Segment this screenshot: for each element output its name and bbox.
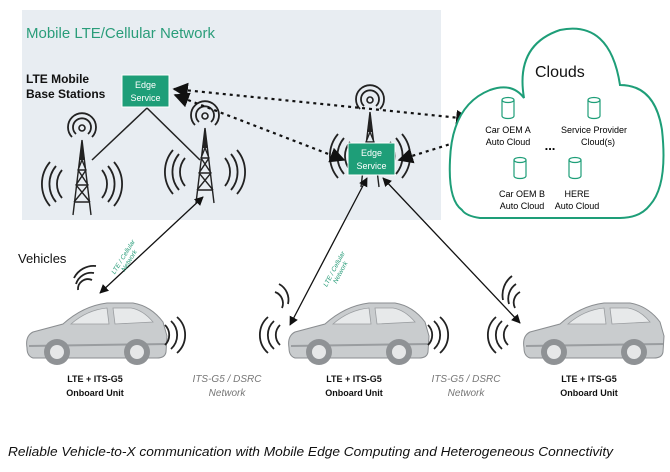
clouds-title: Clouds	[535, 64, 585, 81]
svg-text:Auto Cloud: Auto Cloud	[500, 201, 545, 211]
v2v-network-label: ITS-G5 / DSRC Network	[432, 374, 502, 399]
onboard-unit-label: LTE + ITS-G5 Onboard Unit	[66, 374, 124, 398]
edge-service-box: Edge Service	[121, 74, 170, 108]
svg-text:Edge: Edge	[135, 80, 156, 90]
svg-text:Service Provider: Service Provider	[561, 125, 627, 135]
svg-text:LTE + ITS-G5: LTE + ITS-G5	[561, 374, 617, 384]
onboard-unit-label: LTE + ITS-G5 Onboard Unit	[325, 374, 383, 398]
database-icon	[513, 156, 527, 180]
base-stations-label-2: Base Stations	[26, 87, 106, 101]
lte-link-label: LTE / Cellular Network	[110, 238, 139, 275]
onboard-unit-label: LTE + ITS-G5 Onboard Unit	[560, 374, 618, 398]
caption: Reliable Vehicle-to-X communication with…	[8, 445, 614, 459]
svg-text:HERE: HERE	[564, 189, 589, 199]
edge-service-box: Edge Service	[347, 142, 396, 176]
svg-text:Service: Service	[356, 161, 386, 171]
svg-text:Car OEM B: Car OEM B	[499, 189, 545, 199]
database-icon	[587, 96, 601, 120]
svg-text:LTE + ITS-G5: LTE + ITS-G5	[67, 374, 123, 384]
ellipsis: ...	[545, 138, 556, 153]
svg-text:Network: Network	[209, 388, 247, 399]
svg-text:Auto Cloud: Auto Cloud	[486, 137, 531, 147]
svg-text:Onboard Unit: Onboard Unit	[66, 388, 124, 398]
network-title: Mobile LTE/Cellular Network	[26, 25, 215, 42]
lte-links	[99, 177, 521, 326]
svg-text:ITS-G5 / DSRC: ITS-G5 / DSRC	[432, 374, 502, 385]
v2v-network-label: ITS-G5 / DSRC Network	[193, 374, 263, 399]
svg-text:ITS-G5 / DSRC: ITS-G5 / DSRC	[193, 374, 263, 385]
svg-text:Network: Network	[448, 388, 486, 399]
svg-text:Cloud(s): Cloud(s)	[581, 137, 615, 147]
vehicle-car-icon	[287, 302, 430, 366]
edge-cloud-links	[172, 82, 472, 164]
svg-text:Service: Service	[130, 93, 160, 103]
radio-waves-icon	[73, 265, 521, 354]
svg-text:Onboard Unit: Onboard Unit	[325, 388, 383, 398]
svg-text:Auto Cloud: Auto Cloud	[555, 201, 600, 211]
svg-text:Onboard Unit: Onboard Unit	[560, 388, 618, 398]
vehicle-car-icon	[522, 302, 665, 366]
cloud-service-provider: Service Provider Cloud(s)	[561, 96, 627, 147]
clouds-shape	[448, 27, 665, 219]
vehicle-car-icon	[25, 302, 168, 366]
database-icon	[568, 156, 582, 180]
vehicles-label: Vehicles	[18, 251, 67, 266]
svg-text:Car OEM A: Car OEM A	[485, 125, 531, 135]
svg-text:LTE + ITS-G5: LTE + ITS-G5	[326, 374, 382, 384]
cloud-here: HERE Auto Cloud	[555, 156, 600, 211]
cloud-car-oem-b: Car OEM B Auto Cloud	[499, 156, 545, 211]
base-stations-label-1: LTE Mobile	[26, 72, 89, 86]
svg-text:Edge: Edge	[361, 148, 382, 158]
lte-link-label: LTE / Cellular Network	[322, 250, 349, 288]
cloud-car-oem-a: Car OEM A Auto Cloud	[485, 96, 531, 147]
database-icon	[501, 96, 515, 120]
